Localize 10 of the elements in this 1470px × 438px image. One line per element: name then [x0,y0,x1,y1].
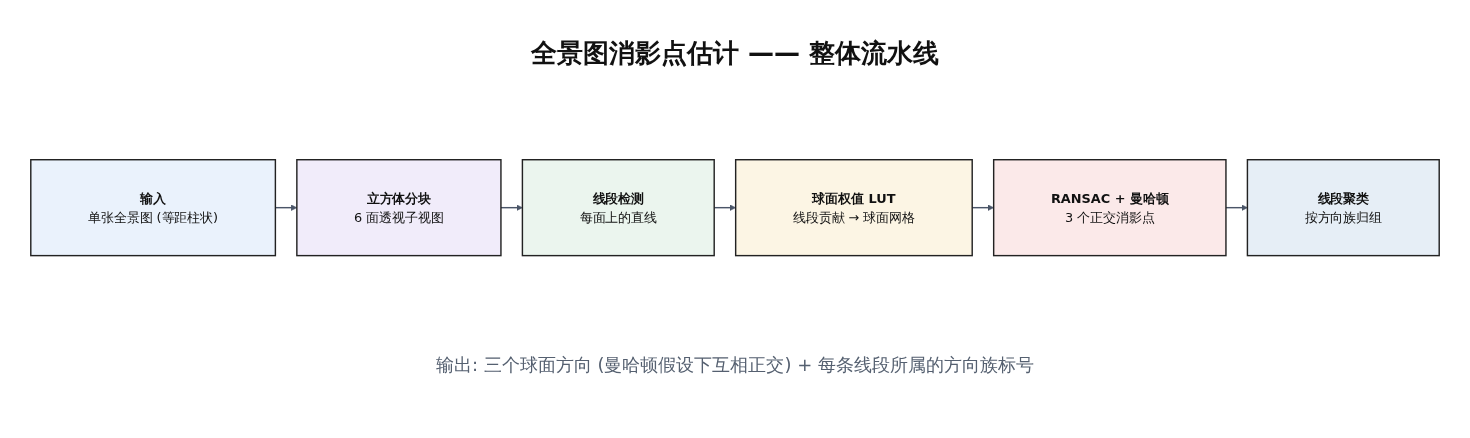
arrow [1225,204,1248,212]
diagram-title: 全景图消影点估计 —— 整体流水线 [530,37,940,70]
node-box: 球面权值 LUT 线段贡献 → 球面网格 [734,159,973,257]
node-box: 输入 单张全景图 (等距柱状) [30,159,277,257]
diagram-caption: 输出: 三个球面方向 (曼哈顿假设下互相正交) + 每条线段所属的方向族标号 [435,353,1035,377]
node-box: 立方体分块 6 面透视子视图 [296,159,502,257]
node-box: 线段检测 每面上的直线 [521,159,715,257]
arrow [500,204,523,212]
node-box: 线段聚类 按方向族归组 [1246,159,1440,257]
node-box: RANSAC + 曼哈顿 3 个正交消影点 [992,159,1227,257]
